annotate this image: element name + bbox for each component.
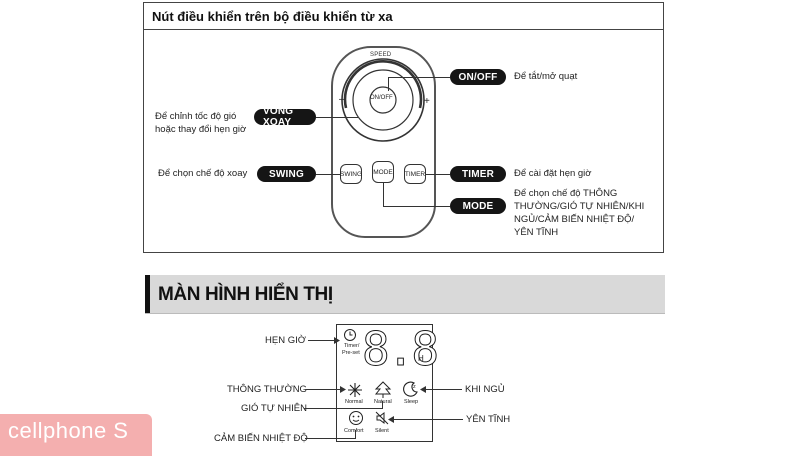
onoff-connector-drop [388, 77, 390, 91]
mode-tag: MODE [450, 198, 506, 214]
label-hen-gio: HẸN GIỜ [265, 335, 306, 346]
onoff-tag: ON/OFF [450, 69, 506, 85]
vongxoay-tag: VÒNG XOAY [254, 106, 316, 128]
thong-thuong-arrow-icon [340, 386, 346, 393]
plus-sign: + [424, 96, 430, 107]
sleep-label: Sleep [404, 399, 419, 405]
timer-label: Timer/ [344, 343, 360, 349]
svg-text:z: z [413, 384, 416, 390]
mode-desc-line2: THƯỜNG/GIÓ TỰ NHIÊN/KHI [514, 201, 645, 212]
swing-desc: Để chọn chế độ xoay [158, 168, 248, 179]
label-yen-tinh: YÊN TĨNH [466, 414, 511, 425]
yen-tinh-connector [392, 419, 463, 421]
lcd-digits: 8.8 [361, 322, 439, 377]
onoff-button-label[interactable]: ON/OFF [370, 95, 393, 101]
khi-ngu-arrow-icon [420, 386, 426, 393]
label-gio-tu-nhien: GIÓ TỰ NHIÊN [241, 403, 307, 414]
preset-label: Pre-set [342, 350, 360, 356]
mode-desc-line4: YÊN TĨNH [514, 227, 559, 238]
thong-thuong-connector [306, 389, 344, 391]
tree-natural-icon [374, 381, 392, 398]
swing-button[interactable]: SWING [340, 164, 362, 184]
vongxoay-desc-line1: Để chỉnh tốc độ gió [155, 111, 237, 122]
label-thong-thuong: THÔNG THƯỜNG [227, 384, 307, 395]
onoff-connector [388, 77, 450, 79]
mode-button[interactable]: MODE [372, 161, 394, 183]
swing-tag: SWING [257, 166, 316, 182]
mode-connector [383, 206, 450, 208]
cam-bien-connector-up [355, 430, 357, 439]
speed-dial-icon [341, 58, 425, 142]
display-title: MÀN HÌNH HIỂN THỊ [158, 284, 333, 305]
gio-tu-nhien-connector [304, 408, 383, 410]
banner-accent [145, 275, 150, 313]
fan-normal-icon [348, 383, 362, 397]
timer-desc: Để cài đặt hẹn giờ [514, 168, 592, 179]
display-banner: MÀN HÌNH HIỂN THỊ [145, 275, 665, 313]
mode-desc-line3: NGỦ/CẢM BIẾN NHIỆT ĐỘ/ [514, 214, 635, 225]
speaker-mute-icon [375, 411, 389, 425]
onoff-desc: Để tắt/mở quạt [514, 71, 578, 82]
watermark-logo: cellphone S [8, 418, 129, 443]
comfort-label: Comfort [344, 428, 364, 434]
vongxoay-desc-line2: hoặc thay đổi hẹn giờ [155, 124, 247, 135]
smiley-comfort-icon [349, 411, 363, 425]
timer-connector [426, 174, 450, 176]
gio-tu-nhien-connector-up [382, 401, 384, 409]
minus-sign: – [339, 94, 345, 105]
cam-bien-connector [305, 438, 356, 440]
vongxoay-connector [316, 117, 358, 119]
mode-connector-drop [383, 183, 385, 207]
yen-tinh-arrow-icon [388, 416, 394, 423]
banner-divider [145, 313, 665, 314]
moon-sleep-icon: z [403, 381, 418, 397]
swing-connector [316, 174, 340, 176]
silent-label: Silent [375, 428, 389, 434]
section-title: Nút điều khiển trên bộ điều khiển từ xa [144, 3, 663, 30]
label-khi-ngu: KHI NGỦ [465, 384, 505, 395]
mode-desc-line1: Để chọn chế độ THÔNG [514, 188, 618, 199]
clock-icon [344, 329, 356, 341]
hen-gio-arrow-icon [334, 337, 340, 344]
normal-label: Normal [345, 399, 363, 405]
speed-label: SPEED [370, 52, 392, 58]
timer-tag: TIMER [450, 166, 506, 182]
hen-gio-connector [308, 340, 338, 342]
label-cam-bien: CẢM BIẾN NHIỆT ĐỘ [214, 433, 308, 444]
watermark-background [0, 414, 152, 456]
hour-unit: H [418, 354, 424, 363]
khi-ngu-connector [424, 389, 462, 391]
timer-button[interactable]: TIMER [404, 164, 426, 184]
